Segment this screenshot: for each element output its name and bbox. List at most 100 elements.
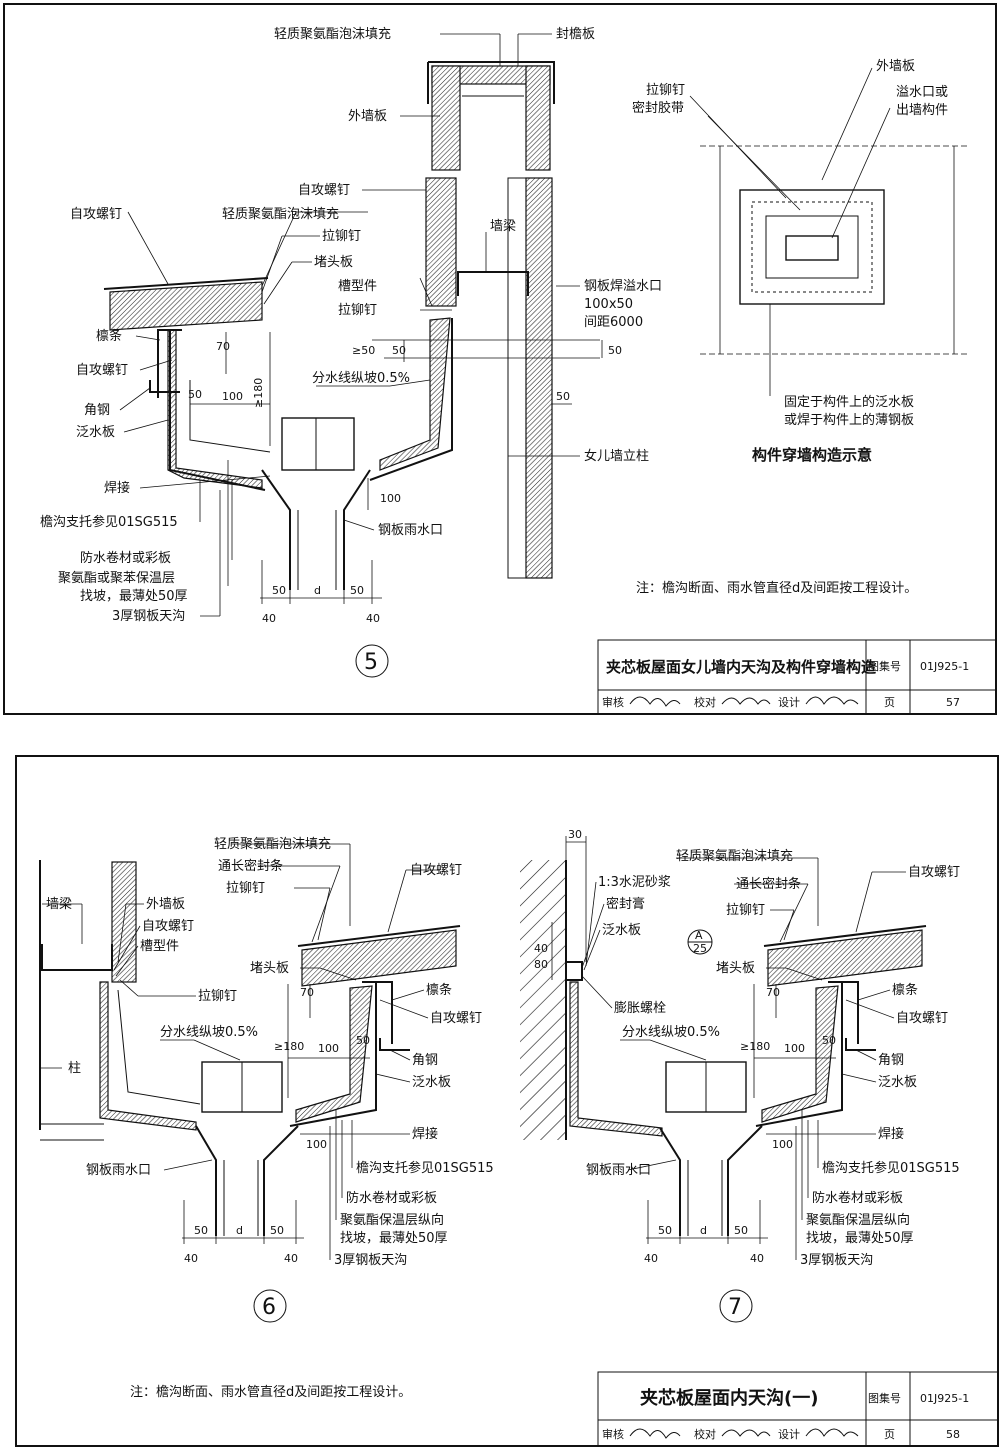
- d7-label-waterproof: 防水卷材或彩板: [812, 1190, 903, 1206]
- label-parapet-column: 女儿墙立柱: [584, 448, 649, 464]
- d7-label-weld: 焊接: [878, 1126, 904, 1142]
- d6-label-seal-strip: 通长密封条: [218, 858, 283, 874]
- label-self-tap-screw-a: 自攻螺钉: [298, 183, 350, 198]
- note-57: 注：檐沟断面、雨水管直径d及间距按工程设计。: [636, 581, 917, 596]
- signature-58-design: [805, 1428, 859, 1437]
- sheet-58-atlas-no: 01J925-1: [920, 1392, 969, 1405]
- d6-label-rivet: 拉铆钉: [198, 989, 237, 1004]
- sheet-57-atlas-label: 图集号: [868, 659, 901, 673]
- d7-label-ins-2: 找坡，最薄处50厚: [806, 1231, 914, 1246]
- label-pen-outer-panel: 外墙板: [876, 59, 915, 74]
- label-parapet-cap: 封檐板: [556, 27, 595, 42]
- d6-dim-100b: 100: [306, 1138, 327, 1151]
- sheet-57-design: 设计: [778, 696, 800, 709]
- label-foam-fill-top: 轻质聚氨酯泡沫填充: [274, 26, 391, 42]
- title-block-57: 夹芯板屋面女儿墙内天沟及构件穿墙构造 图集号 01J925-1 审核 校对 设计…: [597, 639, 997, 715]
- detail-6: 轻质聚氨酯泡沫填充 通长密封条 拉铆钉 自攻螺钉 墙梁 外墙板 自攻螺钉 槽型件…: [39, 836, 494, 1323]
- label-waterproof: 防水卷材或彩板: [80, 550, 171, 566]
- d7-label-slope: 分水线纵坡0.5%: [622, 1025, 720, 1040]
- sheet-58-border: [15, 755, 999, 1447]
- label-foam-fill: 轻质聚氨酯泡沫填充: [222, 206, 339, 222]
- label-self-tap-screw-b: 自攻螺钉: [70, 207, 122, 222]
- sheet-57-page-label: 页: [884, 696, 895, 709]
- dim-50b: 50: [392, 344, 406, 357]
- d6-label-column: 柱: [68, 1061, 81, 1076]
- d6-dim-70: 70: [300, 986, 314, 999]
- label-rivet-a: 拉铆钉: [322, 229, 361, 244]
- parapet-inner-line: [507, 177, 527, 579]
- d7-dim-50a: 50: [658, 1224, 672, 1237]
- d6-label-foam-fill: 轻质聚氨酯泡沫填充: [214, 836, 331, 852]
- dim-d: d: [314, 584, 321, 597]
- d6-label-purlin: 檩条: [426, 982, 452, 998]
- d6-label-ins-2: 找坡，最薄处50厚: [340, 1231, 448, 1246]
- label-end-plate: 堵头板: [314, 255, 353, 270]
- sheet-58-atlas-label: 图集号: [868, 1391, 901, 1405]
- dim-100: 100: [222, 390, 243, 403]
- title-block-58: 夹芯板屋面内天沟(一) 图集号 01J925-1 审核 校对 设计 页 58: [597, 1371, 999, 1447]
- label-angle-steel: 角钢: [84, 403, 110, 418]
- sheet-57: 轻质聚氨酯泡沫填充 封檐板 外墙板 自攻螺钉 自攻螺钉 轻质聚氨酯泡沫填充 拉铆…: [3, 3, 997, 715]
- d7-label-purlin: 檩条: [892, 982, 918, 998]
- sheet-58: 轻质聚氨酯泡沫填充 通长密封条 拉铆钉 自攻螺钉 墙梁 外墙板 自攻螺钉 槽型件…: [15, 755, 999, 1447]
- d7-label-self-tap-r: 自攻螺钉: [896, 1011, 948, 1026]
- sheet-57-page-no: 57: [946, 696, 960, 709]
- label-pen-overflow-1: 溢水口或: [896, 85, 948, 100]
- dim-100b: 100: [380, 492, 401, 505]
- d6-label-drain: 钢板雨水口: [86, 1163, 151, 1178]
- dim-50f: 50: [272, 584, 286, 597]
- label-weld: 焊接: [104, 480, 130, 496]
- d7-ref-bottom: 25: [693, 942, 707, 955]
- label-self-tap-screw-c: 自攻螺钉: [76, 363, 128, 378]
- dim-50d: 50: [188, 388, 202, 401]
- dim-50c: 50: [608, 344, 622, 357]
- sheet-57-title: 夹芯板屋面女儿墙内天沟及构件穿墙构造: [606, 658, 876, 676]
- d6-label-end-plate: 堵头板: [250, 961, 289, 976]
- d7-label-ins-1: 聚氨酯保温层纵向: [806, 1212, 910, 1228]
- sheet-57-check: 校对: [694, 695, 716, 709]
- roof-panel: [109, 281, 263, 331]
- d7-ref-top: A: [695, 929, 703, 942]
- sheet-58-title: 夹芯板屋面内天沟(一): [640, 1387, 818, 1409]
- label-rivet-b: 拉铆钉: [338, 303, 377, 318]
- d6-label-self-tap: 自攻螺钉: [142, 919, 194, 934]
- d7-dim-80: 80: [534, 958, 548, 971]
- d6-dim-100: 100: [318, 1042, 339, 1055]
- label-steel-gutter: 3厚钢板天沟: [112, 609, 185, 624]
- d6-label-outer-panel: 外墙板: [146, 897, 185, 912]
- labels-57: 轻质聚氨酯泡沫填充 封檐板 外墙板 自攻螺钉 自攻螺钉 轻质聚氨酯泡沫填充 拉铆…: [40, 26, 662, 625]
- label-flashing: 泛水板: [76, 425, 115, 440]
- label-pen-sealing-tape: 密封胶带: [632, 100, 684, 116]
- d7-label-end-plate: 堵头板: [716, 961, 755, 976]
- label-pen-fixed-1: 固定于构件上的泛水板: [784, 394, 914, 410]
- label-overflow-size: 100x50: [584, 297, 633, 312]
- d7-label-mortar: 1:3水泥砂浆: [598, 875, 671, 890]
- d7-dim-180: ≥180: [740, 1040, 770, 1053]
- d7-label-sealant: 密封膏: [606, 896, 645, 912]
- d7-dim-50: 50: [822, 1034, 836, 1047]
- d6-label-weld: 焊接: [412, 1126, 438, 1142]
- dim-50a: ≥50: [352, 344, 375, 357]
- d6-label-slope: 分水线纵坡0.5%: [160, 1025, 258, 1040]
- dim-40a: 40: [262, 612, 276, 625]
- sheet-58-design: 设计: [778, 1428, 800, 1441]
- detail-7: 30 40 80 轻质聚氨酯泡沫填充 通长密封条 拉铆钉 自攻螺钉 1:3水泥砂…: [520, 828, 960, 1323]
- label-overflow-spacing: 间距6000: [584, 315, 643, 330]
- detail-circle-6: [253, 1289, 287, 1323]
- purlin: [157, 329, 182, 398]
- d6-label-channel: 槽型件: [140, 939, 179, 954]
- label-outer-wall-panel: 外墙板: [348, 109, 387, 124]
- d6-dim-d: d: [236, 1224, 243, 1237]
- d7-dim-d: d: [700, 1224, 707, 1237]
- d7-dim-40b: 40: [750, 1252, 764, 1265]
- detail-number-6: 6: [262, 1295, 276, 1320]
- label-steel-overflow: 钢板焊溢水口: [584, 278, 662, 294]
- d7-dim-100b: 100: [772, 1138, 793, 1151]
- d6-dim-50: 50: [356, 1034, 370, 1047]
- d7-dim-50b: 50: [734, 1224, 748, 1237]
- dim-40b: 40: [366, 612, 380, 625]
- label-pen-caption: 构件穿墙构造示意: [752, 446, 872, 464]
- signature-57-design: [805, 696, 859, 705]
- label-pen-overflow-2: 出墙构件: [896, 103, 948, 118]
